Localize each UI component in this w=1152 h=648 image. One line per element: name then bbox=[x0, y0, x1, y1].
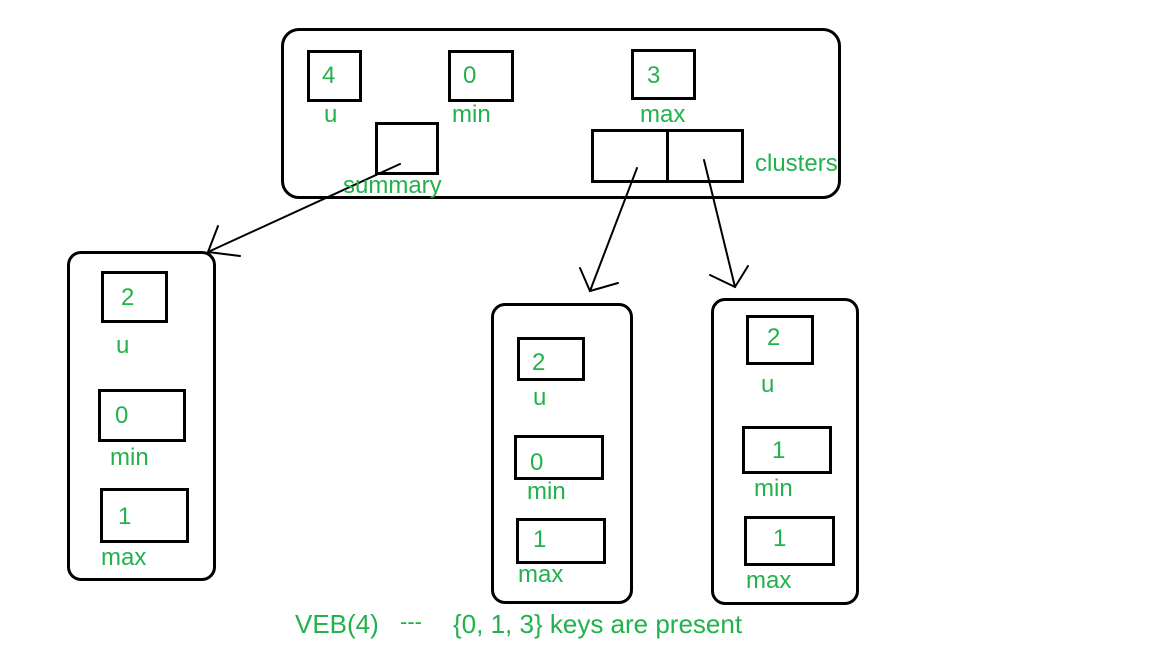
root-min-box bbox=[448, 50, 514, 102]
root-clusters-label: clusters bbox=[755, 150, 838, 177]
root-u-value: 4 bbox=[322, 62, 336, 89]
summary-arrowhead bbox=[206, 225, 241, 257]
root-summary-label: summary bbox=[343, 172, 442, 199]
root-min-value: 0 bbox=[463, 62, 477, 89]
summary-max-value: 1 bbox=[118, 503, 132, 530]
cluster-1-u-value: 2 bbox=[767, 324, 781, 351]
summary-max-label: max bbox=[101, 544, 147, 571]
cluster-1-min-box bbox=[742, 426, 832, 474]
cluster-1-u-box bbox=[746, 315, 814, 365]
cluster-0-arrowhead bbox=[579, 267, 619, 293]
cluster-0-min-box bbox=[514, 435, 604, 480]
root-max-box bbox=[631, 49, 696, 100]
cluster-1-min-value: 1 bbox=[772, 437, 786, 464]
caption-keys: {0, 1, 3} keys are present bbox=[453, 609, 743, 639]
cluster-0-max-box bbox=[516, 518, 606, 564]
caption-veb: VEB(4) bbox=[295, 609, 379, 639]
cluster-0-max-label: max bbox=[518, 561, 564, 588]
summary-u-label: u bbox=[116, 332, 130, 359]
cluster-0-min-label: min bbox=[527, 478, 566, 505]
cluster-0-u-box bbox=[517, 337, 585, 381]
summary-min-label: min bbox=[110, 444, 149, 471]
root-u-box bbox=[307, 50, 362, 102]
cluster-1-max-label: max bbox=[746, 567, 792, 594]
root-summary-box bbox=[375, 122, 439, 175]
summary-u-value: 2 bbox=[121, 284, 135, 311]
cluster-0-u-value: 2 bbox=[532, 349, 546, 376]
root-u-label: u bbox=[324, 101, 338, 128]
root-max-label: max bbox=[640, 101, 686, 128]
summary-u-box bbox=[101, 271, 168, 323]
root-cluster-0-box bbox=[591, 129, 669, 183]
cluster-1-min-label: min bbox=[754, 475, 793, 502]
root-cluster-1-box bbox=[666, 129, 744, 183]
cluster-1-max-value: 1 bbox=[773, 525, 787, 552]
root-max-value: 3 bbox=[647, 62, 661, 89]
cluster-1-u-label: u bbox=[761, 371, 775, 398]
cluster-0-min-value: 0 bbox=[530, 449, 544, 476]
summary-min-value: 0 bbox=[115, 402, 129, 429]
caption-dashes: --- bbox=[400, 609, 422, 634]
summary-min-box bbox=[98, 389, 186, 442]
cluster-1-max-box bbox=[744, 516, 835, 566]
cluster-1-arrowhead bbox=[709, 265, 749, 289]
cluster-0-max-value: 1 bbox=[533, 526, 547, 553]
summary-max-box bbox=[100, 488, 189, 543]
root-min-label: min bbox=[452, 101, 491, 128]
cluster-0-u-label: u bbox=[533, 384, 547, 411]
